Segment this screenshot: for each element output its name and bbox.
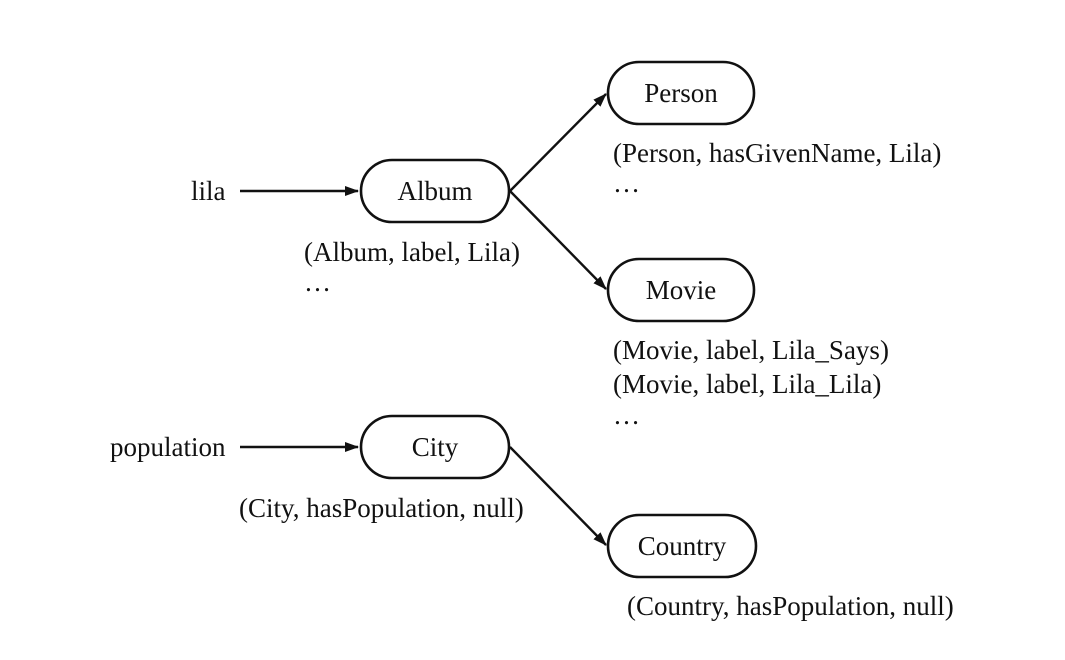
node-city: City [359,414,511,480]
triple-person-givenname-lila: (Person, hasGivenName, Lila) [613,138,941,168]
node-movie: Movie [606,257,756,323]
triple-album-label-lila: (Album, label, Lila) [304,237,520,267]
node-album-box [359,158,511,224]
node-movie-box [606,257,756,323]
node-person: Person [606,60,756,126]
node-country-box [606,513,758,579]
person-triples-ellipsis: … [613,168,640,198]
node-album-label: Album [397,176,472,206]
node-person-box [606,60,756,126]
triple-movie-label-lila-lila: (Movie, label, Lila_Lila) [613,369,881,399]
query-term-lila: lila [191,176,226,206]
edge-album-to-movie [509,190,607,290]
node-city-box [359,414,511,480]
triple-movie-label-lila-says: (Movie, label, Lila_Says) [613,335,889,365]
edge-album-to-person [509,93,607,192]
node-movie-label: Movie [646,275,717,305]
triple-country-haspopulation-null: (Country, hasPopulation, null) [627,591,954,621]
query-term-population: population [110,432,226,462]
album-triples-ellipsis: … [304,267,331,297]
edge-city-to-country [509,446,607,546]
node-album: Album [359,158,511,224]
triple-city-haspopulation-null: (City, hasPopulation, null) [239,493,524,523]
node-person-label: Person [644,78,718,108]
node-country: Country [606,513,758,579]
node-country-label: Country [638,531,727,561]
movie-triples-ellipsis: … [613,400,640,430]
node-city-label: City [412,432,459,462]
